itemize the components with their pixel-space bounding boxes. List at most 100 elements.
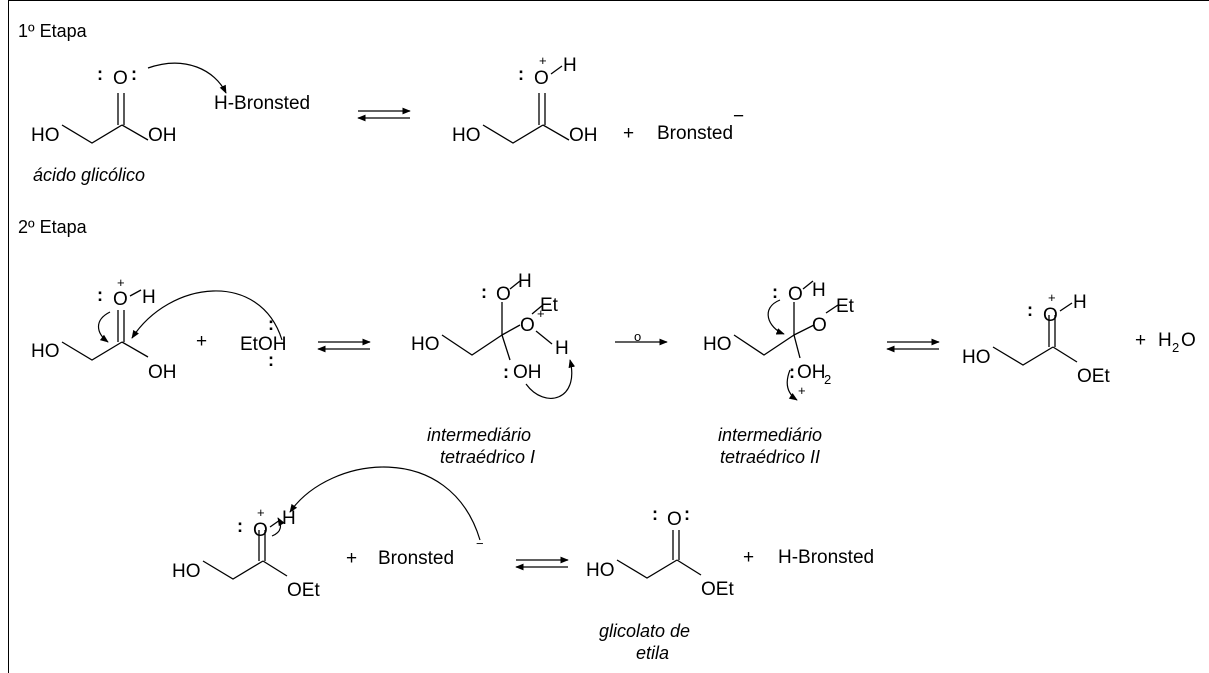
svg-text::: : [652,504,658,524]
int1-label-line1: intermediário [427,425,531,445]
protonated-acid-2: HO OH O : + H [31,275,177,383]
plus-4: + [346,548,357,569]
svg-text:O: O [534,68,549,89]
step2-title: 2º Etapa [18,217,88,237]
svg-text:OEt: OEt [701,579,734,600]
svg-text:HO: HO [586,560,615,581]
equilibrium-arrow-2 [317,338,371,353]
svg-text:OEt: OEt [287,580,320,601]
int2-label-line2: tetraédrico II [720,447,820,467]
equilibrium-arrow-1 [357,107,411,122]
step1-curved-arrow [147,62,227,94]
plus-5: + [743,547,754,568]
tetrahedral-intermediate-1: HO O : H O + Et H OH : [411,271,569,383]
ethyl-glycolate-label-line1: glicolato de [599,621,690,641]
ethanol: EtOH : : [240,314,286,370]
svg-text:H: H [518,271,532,292]
equilibrium-arrow-4 [515,556,569,571]
svg-text:+: + [1048,290,1056,305]
svg-text::: : [131,64,137,84]
svg-text:+: + [539,53,547,68]
svg-text::: : [684,504,690,524]
curved-arrow-water-leaving [786,369,798,401]
svg-text:O: O [520,315,535,336]
svg-text:HO: HO [31,341,60,362]
water: H 2 O [1158,330,1196,355]
svg-text::: : [268,314,274,334]
svg-text:O: O [113,289,128,310]
svg-text:H: H [1073,292,1087,313]
svg-text::: : [503,362,509,382]
svg-text:EtOH: EtOH [240,334,286,355]
svg-text:+: + [537,306,545,321]
svg-text:HO: HO [703,334,732,355]
int1-label-line2: tetraédrico I [440,447,535,467]
svg-text:+: + [798,383,806,398]
figure-frame [8,0,1209,673]
svg-text:Et: Et [836,296,855,317]
svg-text:H: H [1158,330,1172,351]
ethyl-glycolate-label-line2: etila [636,643,669,663]
svg-text:O: O [253,520,268,541]
plus-3: + [1135,330,1146,351]
svg-text::: : [789,362,795,382]
minus-charge-1: − [733,106,744,127]
curved-arrow-reform-carbonyl [767,299,785,335]
svg-text:o: o [634,329,641,344]
svg-text::: : [97,64,103,84]
svg-text::: : [481,282,487,302]
svg-text::: : [1027,300,1033,320]
svg-text:+: + [257,505,265,520]
bronsted-base-1: Bronsted [657,123,733,144]
protonated-ester-2: HO OEt O : + H [172,505,320,601]
svg-text::: : [268,350,274,370]
minus-charge-2: − [476,536,484,551]
svg-text:HO: HO [962,347,991,368]
svg-text:O: O [812,315,827,336]
svg-text:2: 2 [824,372,831,387]
svg-text::: : [237,516,243,536]
glycolic-acid-label: ácido glicólico [33,165,145,185]
bronsted-base-2: Bronsted [378,548,454,569]
svg-text:OH: OH [569,125,598,146]
svg-text:O: O [496,284,511,305]
svg-text:O: O [113,68,128,89]
curved-arrow-oh-bond [271,517,285,537]
svg-text:OH: OH [148,125,177,146]
protonated-glycolic-acid: HO OH O : + H [452,53,598,146]
svg-text::: : [772,282,778,302]
svg-text:Et: Et [540,295,559,316]
h-bronsted-1: H-Bronsted [214,93,310,114]
equilibrium-arrow-3 [886,338,940,353]
svg-text::: : [97,285,103,305]
plus-1: + [623,123,634,144]
svg-text:OH: OH [513,362,542,383]
int2-label-line1: intermediário [718,425,822,445]
svg-text:H: H [282,508,296,529]
curved-arrow-pi-bond [97,311,111,343]
curved-arrow-deprotonation [289,466,481,541]
svg-text:H: H [555,338,569,359]
svg-text:+: + [117,275,125,290]
svg-text:OH: OH [797,362,826,383]
svg-text::: : [518,64,524,84]
svg-text:O: O [667,509,682,530]
ethyl-glycolate: HO OEt O : : [586,504,734,600]
svg-text:O: O [788,284,803,305]
tetrahedral-intermediate-2: HO O : H O Et OH 2 : + [703,280,855,398]
svg-text:HO: HO [31,125,60,146]
svg-text:H: H [563,55,577,76]
curved-arrow-proton-transfer [525,359,576,399]
svg-text:O: O [1043,305,1058,326]
svg-text:H: H [142,287,156,308]
svg-text:OEt: OEt [1077,366,1110,387]
svg-text:OH: OH [148,362,177,383]
svg-text:HO: HO [411,334,440,355]
protonated-ester-1: HO OEt O : + H [962,290,1110,387]
curved-arrow-ethanol-attack [131,290,283,341]
svg-text:HO: HO [172,561,201,582]
svg-text:2: 2 [1172,340,1179,355]
step1-title: 1º Etapa [18,21,88,41]
forward-arrow: o [615,329,668,346]
